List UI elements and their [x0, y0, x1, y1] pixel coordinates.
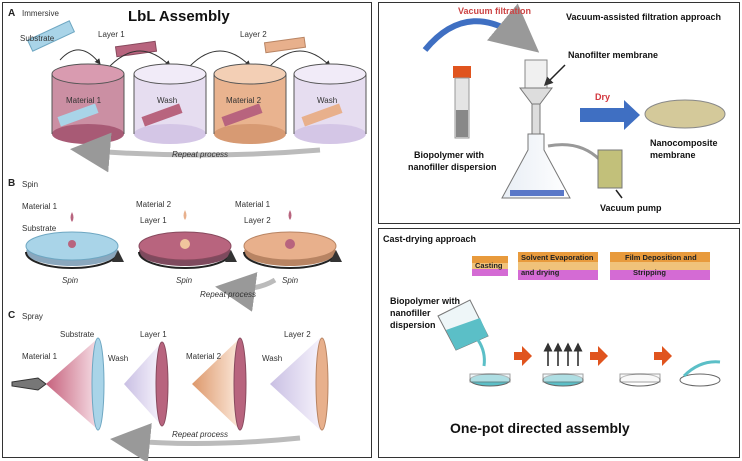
vacuum-filtration-graphics	[422, 3, 726, 199]
b-material2-label: Material 2	[136, 200, 172, 209]
biopolymer-cast-label-1: Biopolymer with	[390, 296, 461, 306]
biopolymer-cast-label-3: dispersion	[390, 320, 436, 330]
dry-label: Dry	[595, 92, 611, 102]
vacuum-filtration-panel	[378, 2, 740, 224]
cast-drying-title: Cast-drying approach	[383, 234, 477, 244]
a-wash2-label: Wash	[317, 96, 338, 105]
section-a-tag: A	[8, 8, 16, 19]
casting-step: Casting	[472, 256, 508, 276]
cast-drying-graphics	[437, 299, 721, 387]
section-c-name: Spray	[22, 312, 43, 321]
c-wash2-label: Wash	[262, 354, 283, 363]
vacuum-pump-label: Vacuum pump	[600, 203, 662, 213]
a-material2-label: Material 2	[226, 96, 262, 105]
solvent-step-label-1: Solvent Evaporation	[521, 253, 594, 262]
vacuum-panel-title: Vacuum-assisted filtration approach	[566, 12, 722, 22]
a-material1-label: Material 1	[66, 96, 102, 105]
a-layer1-label: Layer 1	[98, 30, 125, 39]
nanofilter-label: Nanofilter membrane	[568, 50, 659, 60]
b-material1b-label: Material 1	[235, 200, 271, 209]
c-repeat-label: Repeat process	[172, 430, 229, 439]
biopolymer-cast-label-2: nanofiller	[390, 308, 431, 318]
biopolymer-label-1: Biopolymer with	[414, 150, 485, 160]
c-material1-label: Material 1	[22, 352, 58, 361]
immersive-graphics	[26, 20, 367, 173]
section-c-tag: C	[8, 310, 16, 321]
c-material2-label: Material 2	[186, 352, 222, 361]
vacuum-filtration-label: Vacuum filtration	[458, 6, 532, 16]
a-wash1-label: Wash	[157, 96, 178, 105]
biopolymer-label-2: nanofiller dispersion	[408, 162, 497, 172]
b-substrate-label: Substrate	[22, 224, 57, 233]
lbl-assembly-panel	[2, 2, 372, 458]
lbl-assembly-title: LbL Assembly	[128, 8, 230, 25]
film-step-label-2: Stripping	[633, 268, 666, 277]
c-layer1-label: Layer 1	[140, 330, 167, 339]
b-layer2-label: Layer 2	[244, 216, 271, 225]
solvent-step: Solvent Evaporation and drying	[518, 252, 598, 280]
b-spin3-label: Spin	[282, 276, 299, 285]
b-spin1-label: Spin	[62, 276, 79, 285]
section-a-name: Immersive	[22, 9, 59, 18]
casting-step-label: Casting	[475, 261, 503, 270]
c-wash1-label: Wash	[108, 354, 129, 363]
nanocomposite-label-2: membrane	[650, 150, 696, 160]
film-step: Film Deposition and Stripping	[610, 252, 710, 280]
c-layer2-label: Layer 2	[284, 330, 311, 339]
section-b-tag: B	[8, 178, 16, 189]
spin-graphics	[25, 210, 342, 312]
cast-drying-panel	[378, 228, 740, 458]
nanocomposite-label-1: Nanocomposite	[650, 138, 718, 148]
b-layer1-label: Layer 1	[140, 216, 167, 225]
spray-graphics	[11, 337, 329, 461]
section-b-name: Spin	[22, 180, 39, 189]
a-layer2-label: Layer 2	[240, 30, 267, 39]
b-material1a-label: Material 1	[22, 202, 58, 211]
a-repeat-label: Repeat process	[172, 150, 229, 159]
c-substrate-label: Substrate	[60, 330, 95, 339]
b-spin2-label: Spin	[176, 276, 193, 285]
b-repeat-label: Repeat process	[200, 290, 257, 299]
a-substrate-label: Substrate	[20, 34, 55, 43]
solvent-step-label-2: and drying	[521, 268, 560, 277]
film-step-label-1: Film Deposition and	[625, 253, 697, 262]
one-pot-footer: One-pot directed assembly	[450, 420, 630, 436]
